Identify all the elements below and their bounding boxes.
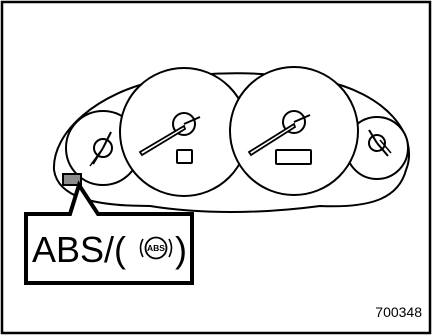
gauge-needle-icon bbox=[247, 122, 297, 157]
left-large-gauge bbox=[119, 67, 249, 197]
figure-id-label: 700348 bbox=[375, 304, 422, 320]
callout-box bbox=[24, 180, 194, 285]
callout-text-suffix: ) bbox=[175, 229, 187, 270]
warning-indicator-lamp-icon bbox=[62, 173, 82, 186]
callout-text-prefix: ABS/( bbox=[32, 229, 126, 270]
abs-symbol-label: ABS bbox=[147, 243, 165, 253]
gauge-needle-icon bbox=[376, 142, 389, 157]
abs-warning-symbol-icon: ABS bbox=[139, 236, 173, 260]
right-large-gauge bbox=[229, 66, 359, 196]
gauge-needle-icon bbox=[138, 124, 187, 157]
